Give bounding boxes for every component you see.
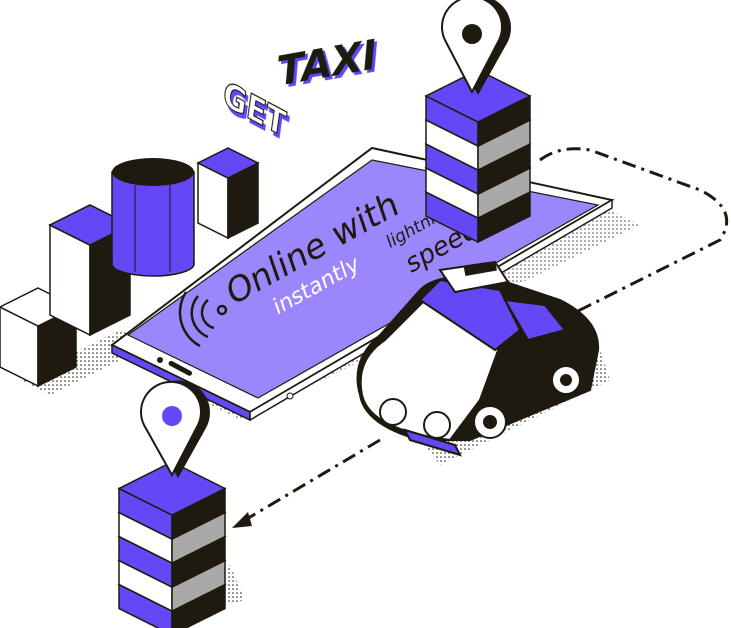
- location-pin-bottom: [140, 380, 210, 478]
- cylinder-building: [111, 158, 195, 277]
- wifi-signal-icon: [178, 291, 228, 348]
- location-pin-top: [441, 0, 511, 95]
- route-path-bottom: [244, 438, 381, 522]
- building-tall-top-face: [196, 147, 260, 179]
- pin-stack-bottom-layer-top-face: [117, 461, 227, 516]
- taxi-car: [356, 260, 600, 457]
- route-arrowhead: [232, 512, 252, 528]
- get-taxi-logo: TAXI GET: [220, 30, 379, 146]
- logo-word-taxi: TAXI: [275, 30, 379, 96]
- pin-stack-top-layer-top-face: [424, 69, 532, 123]
